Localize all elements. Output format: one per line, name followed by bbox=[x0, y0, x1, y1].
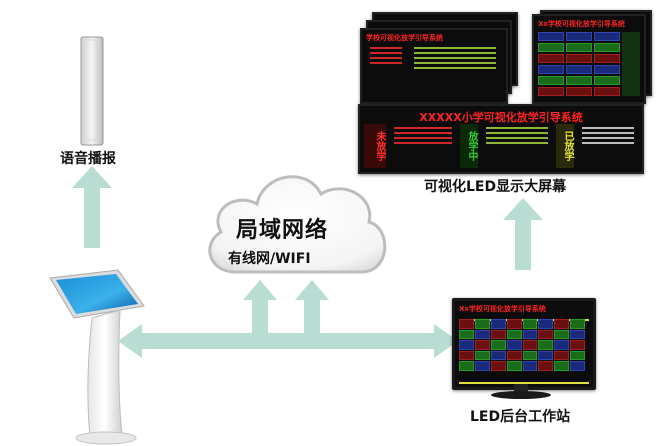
led-panel-front-right: Xx学校可视化放学引导系统 bbox=[532, 14, 646, 104]
touch-kiosk bbox=[49, 269, 145, 445]
led-mid-column: 放学中 bbox=[460, 124, 478, 168]
speaker-device bbox=[80, 36, 104, 146]
big-screen-label: 可视化LED显示大屏幕 bbox=[424, 179, 567, 195]
led-main-panel: XXXXX小学可视化放学引导系统 未放学 放学中 已放学 bbox=[358, 104, 644, 174]
workstation-monitor: Xx学校可视化放学引导系统 bbox=[452, 298, 596, 390]
column-speaker-icon bbox=[80, 36, 104, 146]
led-right-column: 已放学 bbox=[556, 124, 574, 168]
led-main-title: XXXXX小学可视化放学引导系统 bbox=[419, 111, 583, 124]
led-panel-front-left: 学校可视化放学引导系统 bbox=[360, 28, 508, 104]
arrow-head-left-icon bbox=[118, 324, 142, 358]
arrow-head-right-icon bbox=[434, 324, 458, 358]
monitor-stand bbox=[491, 384, 551, 399]
arrow-head-up-icon bbox=[295, 280, 329, 300]
arrow-up-screen bbox=[515, 218, 531, 270]
led-left-column: 未放学 bbox=[364, 124, 386, 168]
arrow-up-speaker bbox=[84, 186, 100, 248]
speaker-label: 语音播报 bbox=[60, 151, 116, 167]
arrow-head-up-icon bbox=[503, 198, 543, 220]
arrow-horizontal-link bbox=[138, 333, 438, 349]
arrow-cloud-right bbox=[304, 296, 320, 336]
network-subtitle: 有线网/WIFI bbox=[228, 251, 311, 267]
network-title: 局域网络 bbox=[236, 218, 329, 243]
arrow-head-up-icon bbox=[243, 280, 277, 300]
arrow-head-up-icon bbox=[72, 166, 112, 188]
workstation-label: LED后台工作站 bbox=[470, 409, 571, 425]
arrow-cloud-left bbox=[252, 296, 268, 336]
cloud-icon bbox=[208, 175, 387, 274]
